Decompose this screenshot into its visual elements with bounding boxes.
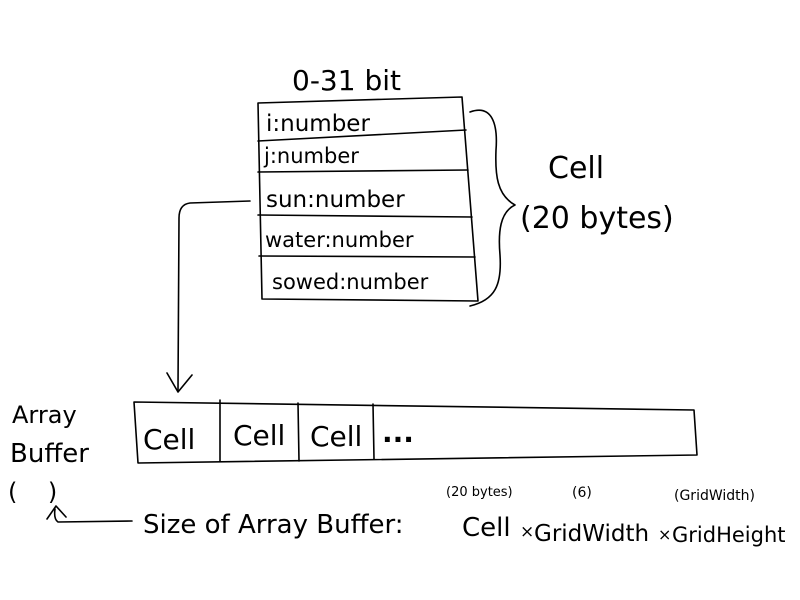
formula-term1: Cell [462,513,511,543]
buffer-cell-2: Cell [233,419,285,452]
field-sun: sun:number [266,187,405,213]
cell-group-size: (20 bytes) [520,201,674,236]
buffer-paren-pair: ( ) [8,478,57,506]
formula-term1-note: (20 bytes) [446,485,513,500]
struct-header: 0-31 bit [292,64,401,97]
buffer-cell-1: Cell [143,423,195,456]
cell-struct-box [257,96,479,302]
formula-times1: × [520,522,534,542]
struct-brace [469,109,516,307]
field-sowed: sowed:number [272,270,429,294]
formula-times2: × [658,525,671,544]
formula-term2-note: (6) [572,485,592,501]
array-buffer-strip [133,399,698,464]
formula-term3-note: (GridWidth) [674,488,755,504]
cell-group-label: Cell [548,151,604,186]
formula-term2: GridWidth [534,521,649,547]
buffer-ellipsis: ... [382,416,414,449]
formula-arrow [46,505,133,523]
struct-to-buffer-arrow [166,200,251,393]
buffer-label-line1: Array [12,401,77,429]
field-water: water:number [265,228,414,252]
formula-prefix: Size of Array Buffer: [143,510,403,540]
buffer-cell-3: Cell [310,420,362,453]
buffer-label-line2: Buffer [10,439,89,469]
formula-term3: GridHeight [672,523,786,547]
field-j: j:number [263,144,359,168]
field-i: i:number [266,111,370,137]
